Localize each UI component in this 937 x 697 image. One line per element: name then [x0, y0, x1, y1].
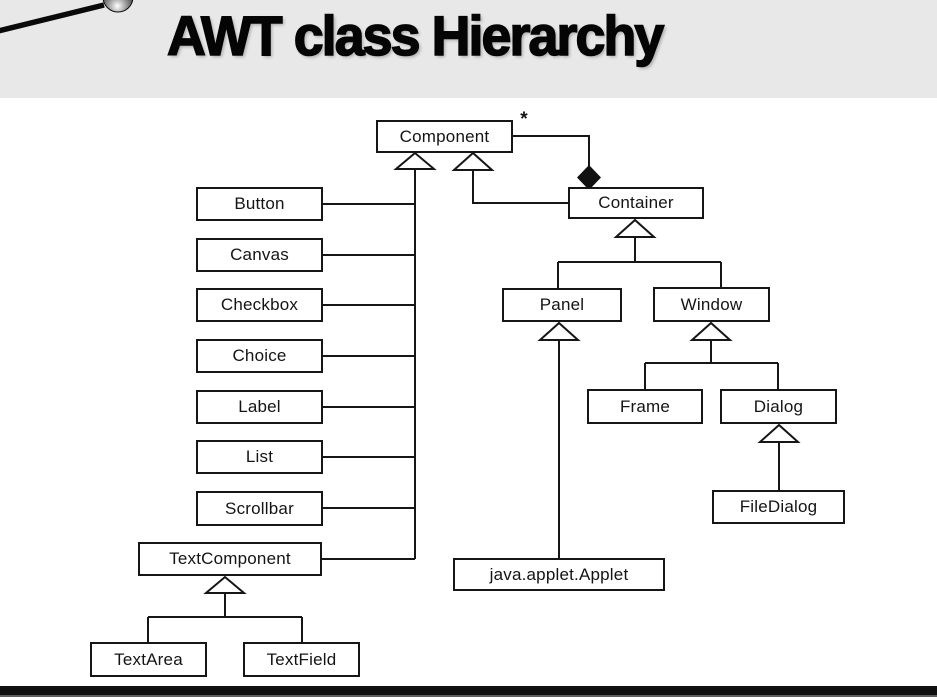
inheritance-arrow-dialog	[757, 423, 801, 443]
inheritance-arrow-component-left	[393, 151, 437, 170]
page-title: AWT class Hierarchy	[166, 3, 665, 68]
class-box-textarea: TextArea	[90, 642, 207, 677]
swoosh-sphere-logo-icon	[0, 0, 134, 34]
multiplicity-label: *	[520, 109, 528, 130]
class-box-textfield: TextField	[243, 642, 360, 677]
inheritance-arrow-panel	[537, 321, 581, 341]
class-box-container: Container	[568, 187, 704, 219]
inheritance-arrow-textcomponent	[203, 575, 247, 594]
class-box-list: List	[196, 440, 323, 474]
inheritance-arrow-window	[689, 321, 733, 341]
class-box-applet: java.applet.Applet	[453, 558, 665, 591]
slide-header: AWT class Hierarchy	[0, 0, 937, 98]
class-box-canvas: Canvas	[196, 238, 323, 272]
inheritance-arrow-container	[613, 218, 657, 238]
class-box-textcomponent: TextComponent	[138, 542, 322, 576]
inheritance-arrow-component-right	[451, 151, 495, 171]
class-box-window: Window	[653, 287, 770, 322]
class-box-scrollbar: Scrollbar	[196, 491, 323, 526]
class-box-label: Label	[196, 390, 323, 424]
edge-container-component	[472, 170, 568, 204]
edge-component-container-composition	[513, 135, 590, 166]
class-box-button: Button	[196, 187, 323, 221]
bottom-edge-strip	[0, 695, 937, 697]
class-box-component: Component	[376, 120, 513, 153]
class-box-panel: Panel	[502, 288, 622, 322]
class-box-filedialog: FileDialog	[712, 490, 845, 524]
class-box-frame: Frame	[587, 389, 703, 424]
class-box-checkbox: Checkbox	[196, 288, 323, 322]
bottom-bar	[0, 686, 937, 695]
class-box-dialog: Dialog	[720, 389, 837, 424]
composition-diamond-icon	[577, 165, 601, 190]
class-box-choice: Choice	[196, 339, 323, 373]
